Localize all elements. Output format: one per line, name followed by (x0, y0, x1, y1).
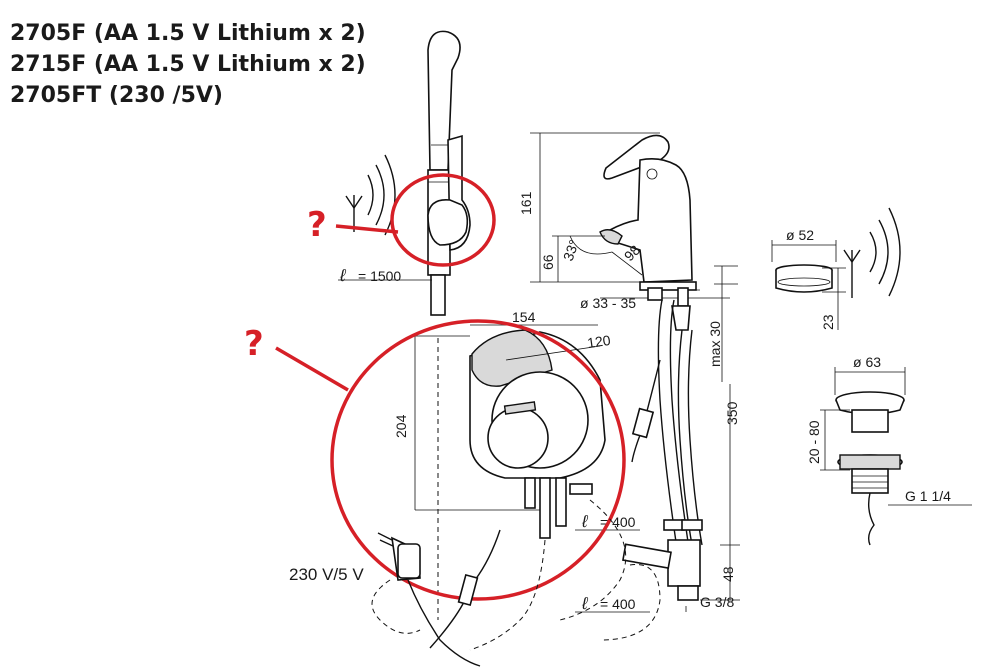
sensor-module (771, 240, 846, 330)
width-120-label: 120 (586, 332, 612, 351)
model-title-1: 2705F (AA 1.5 V Lithium x 2) (10, 21, 366, 46)
waste-height-label: 20 - 80 (806, 420, 822, 464)
control-unit-dimensions (414, 324, 601, 620)
power-label: 230 V/5 V (289, 565, 364, 584)
mounting-detail (600, 265, 738, 382)
height-204-label: 204 (393, 414, 409, 438)
wireless-waves-icon-2 (869, 207, 901, 297)
length-symbol-1: ℓ (339, 266, 346, 285)
handset-holder (427, 134, 471, 251)
length-symbol-3: ℓ (581, 594, 588, 613)
highlight-circle-control (330, 319, 626, 601)
antenna-icon-1 (345, 195, 363, 232)
model-list: 2705F (AA 1.5 V Lithium x 2) 2715F (AA 1… (10, 18, 366, 111)
highlight-circle-holder (390, 173, 496, 267)
thread-g38-label: G 3/8 (700, 594, 734, 610)
width-154-label: 154 (512, 309, 536, 325)
popup-waste (820, 367, 972, 546)
sensor-height-label: 23 (820, 314, 836, 330)
control-unit (469, 329, 606, 539)
supply-hoses (631, 299, 703, 546)
max-30-label: max 30 (707, 321, 723, 367)
model-title-3: 2705FT (230 /5V) (10, 83, 223, 108)
pointer-line-1 (335, 224, 399, 234)
cable-400b-label: = 400 (600, 596, 636, 612)
height-66-label: 66 (540, 254, 556, 270)
hose-length-label: = 1500 (358, 268, 401, 284)
thread-g114-label: G 1 1/4 (905, 488, 951, 504)
power-adapter-icon (377, 532, 421, 581)
question-mark-1: ? (307, 205, 327, 245)
sensor-diameter-label: ø 52 (786, 227, 814, 243)
wireless-waves-icon-1 (367, 154, 396, 236)
question-mark-2: ? (244, 324, 264, 364)
faucet-dimensions (530, 132, 660, 283)
pointer-line-2 (275, 346, 349, 392)
angle-33-label: 33° (560, 238, 582, 263)
height-161-label: 161 (518, 191, 534, 215)
height-48-label: 48 (720, 566, 736, 582)
waste-diameter-label: ø 63 (853, 354, 881, 370)
length-symbol-2: ℓ (581, 512, 588, 531)
height-350-label: 350 (724, 401, 740, 425)
cables (371, 499, 661, 667)
hole-diameter-label: ø 33 - 35 (580, 295, 636, 311)
model-title-2: 2715F (AA 1.5 V Lithium x 2) (10, 52, 366, 77)
antenna-icon-2 (843, 249, 861, 298)
angle-valve (622, 539, 701, 601)
faucet-body (599, 134, 700, 291)
